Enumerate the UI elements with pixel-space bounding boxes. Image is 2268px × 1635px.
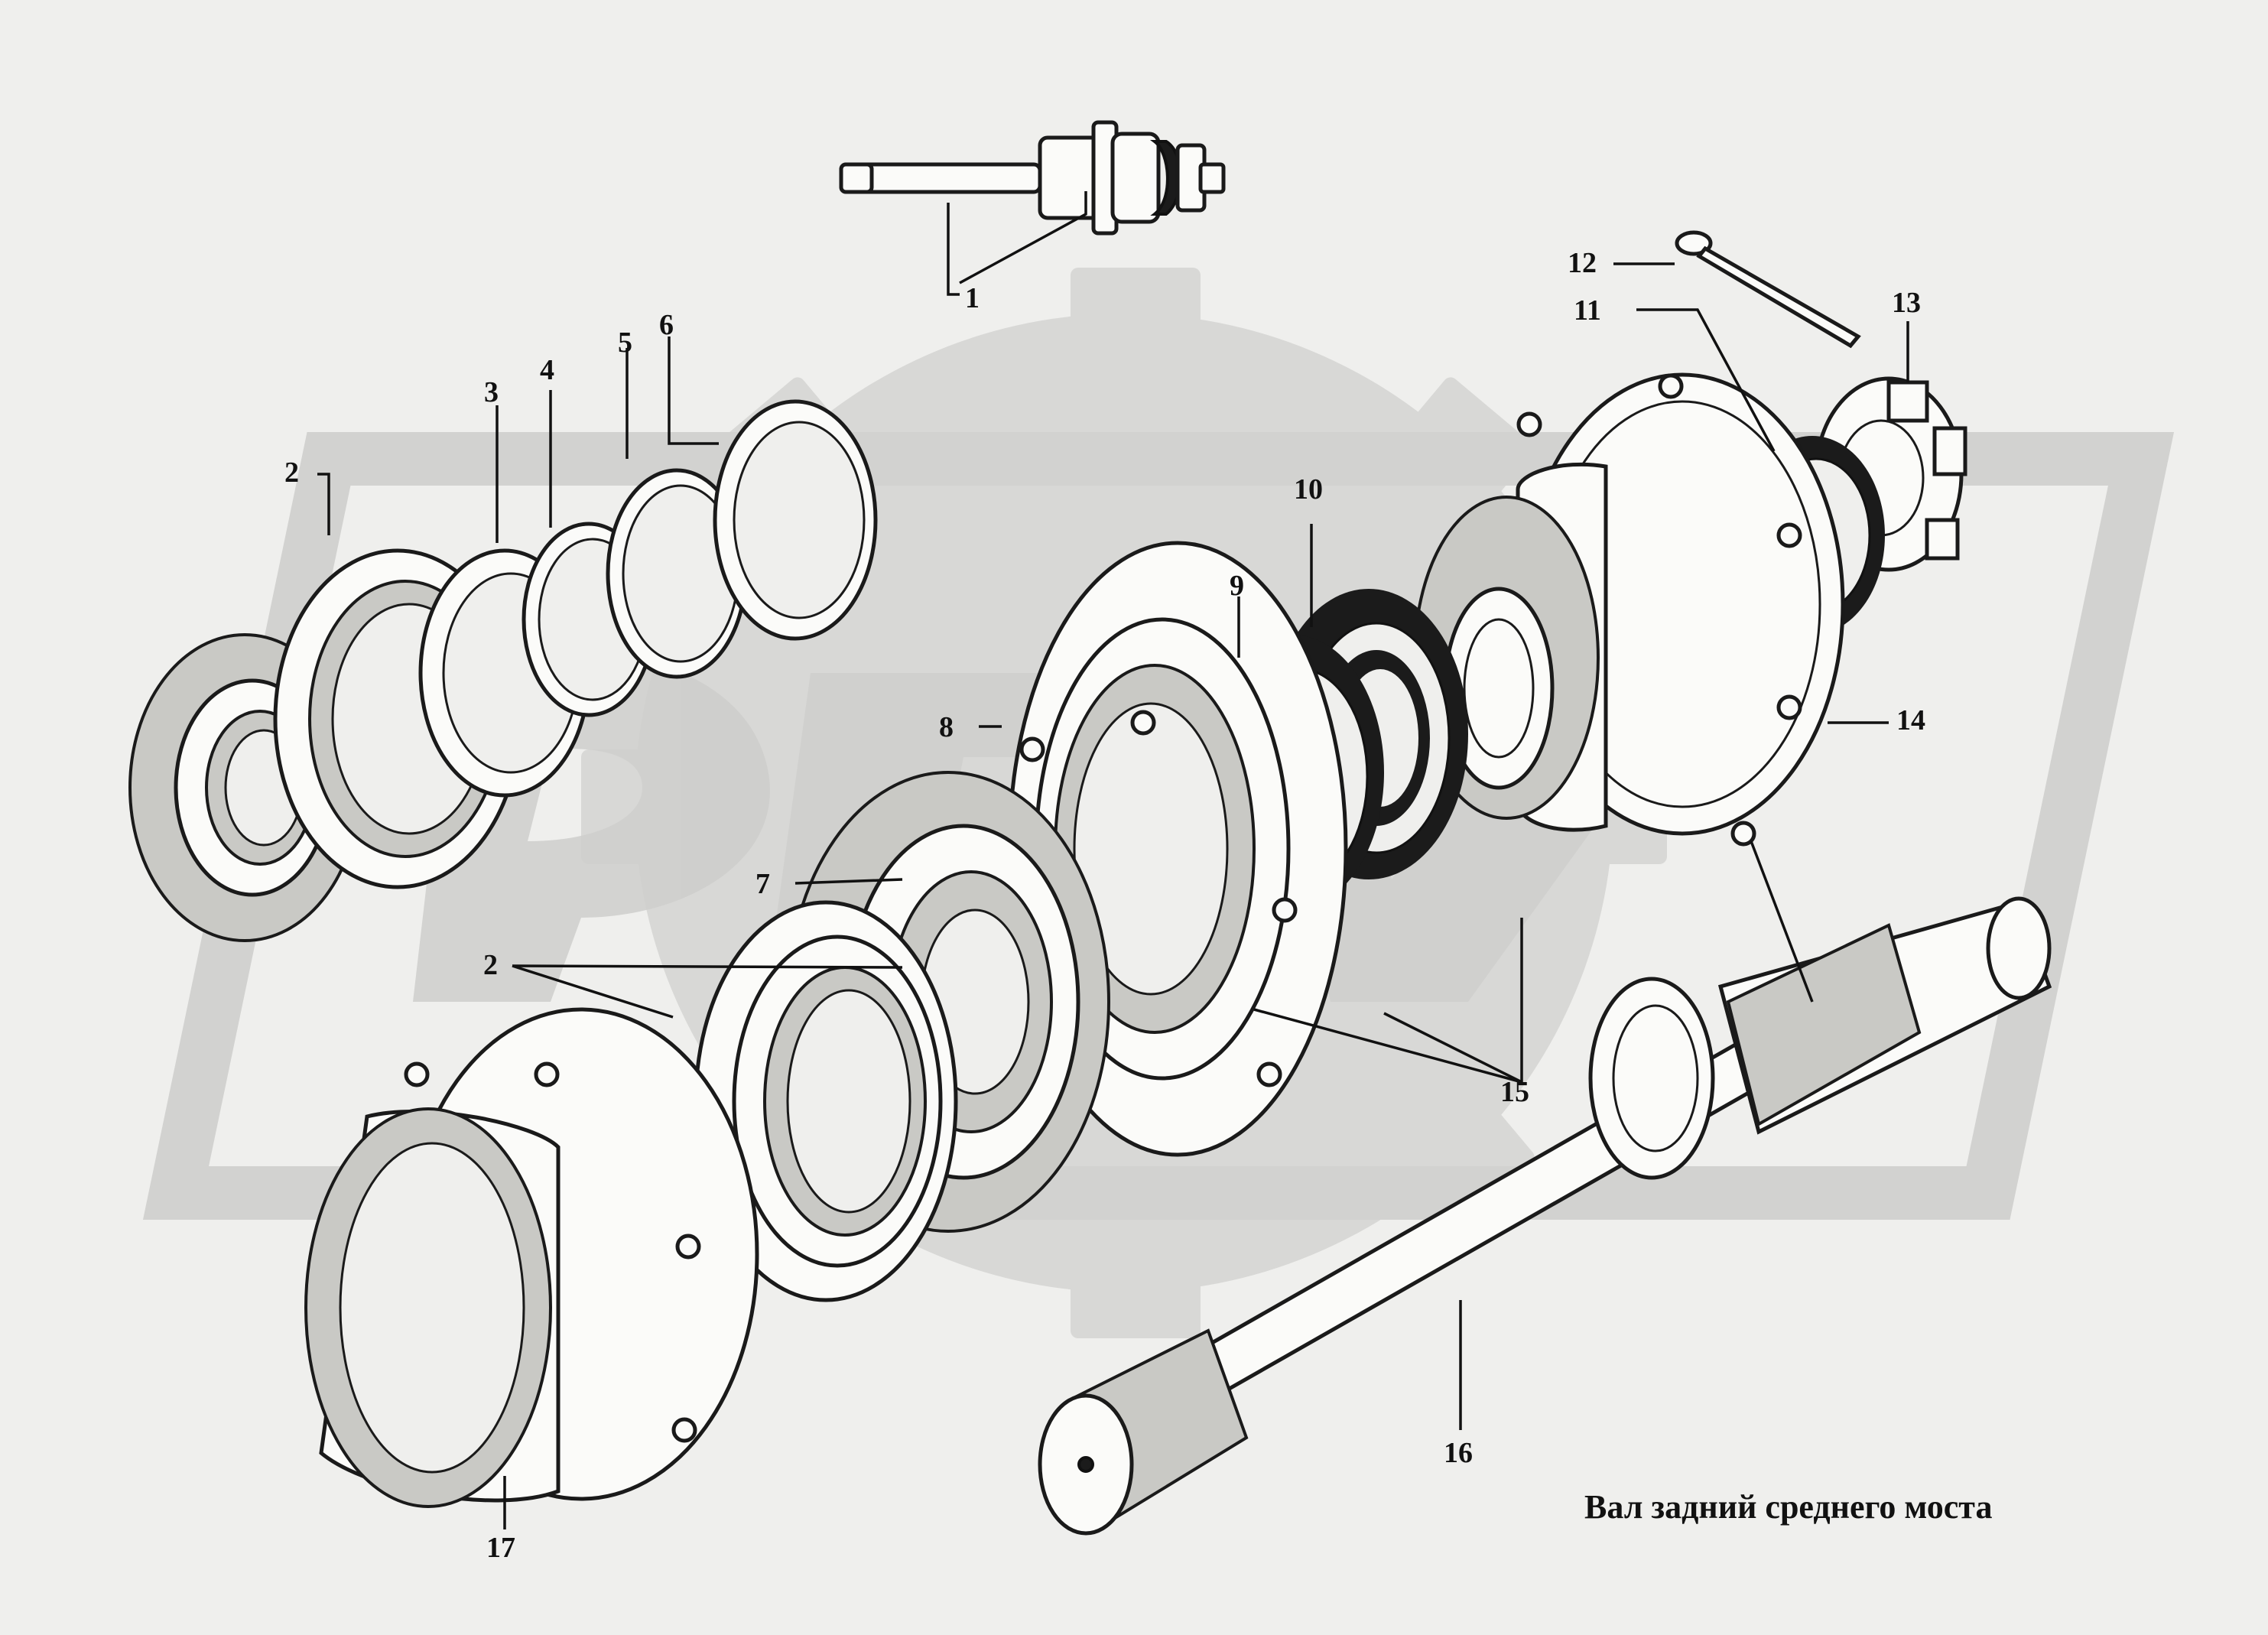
callout-2-upper: 2 — [284, 457, 299, 489]
callout-12: 12 — [1568, 247, 1597, 279]
callout-13: 13 — [1892, 287, 1921, 319]
callout-11: 11 — [1574, 294, 1601, 327]
part-16-splined-shaft — [1038, 896, 2052, 1536]
part-1-speed-sensor — [839, 120, 1226, 236]
callout-6: 6 — [659, 309, 674, 341]
callout-3: 3 — [484, 376, 499, 408]
callout-1: 1 — [965, 282, 980, 314]
callout-16: 16 — [1444, 1437, 1473, 1469]
diagram-caption: Вал задний среднего моста — [1584, 1488, 1992, 1526]
callout-5: 5 — [618, 327, 632, 359]
watermark-frame — [142, 432, 2175, 1220]
part-5-ring — [606, 468, 748, 679]
part-17-housing — [304, 1007, 759, 1508]
part-12-cotter-pin — [1675, 230, 1861, 349]
callout-17: 17 — [486, 1532, 515, 1564]
callout-4: 4 — [540, 354, 554, 386]
callout-labels: 1 2 2 3 4 5 6 7 8 9 10 11 12 13 14 15 16… — [284, 247, 1925, 1564]
part-2-lower-bearing-ring — [694, 900, 958, 1302]
part-6-ring — [713, 399, 878, 641]
callout-2-lower: 2 — [483, 949, 498, 981]
callout-9: 9 — [1230, 570, 1244, 602]
callout-14: 14 — [1896, 704, 1925, 736]
callout-7: 7 — [755, 868, 770, 900]
leader-lines — [317, 191, 1909, 1529]
callout-15: 15 — [1500, 1076, 1529, 1108]
part-14-flange-hub — [1413, 372, 1845, 847]
callout-10: 10 — [1294, 473, 1323, 505]
callout-8: 8 — [939, 711, 954, 743]
